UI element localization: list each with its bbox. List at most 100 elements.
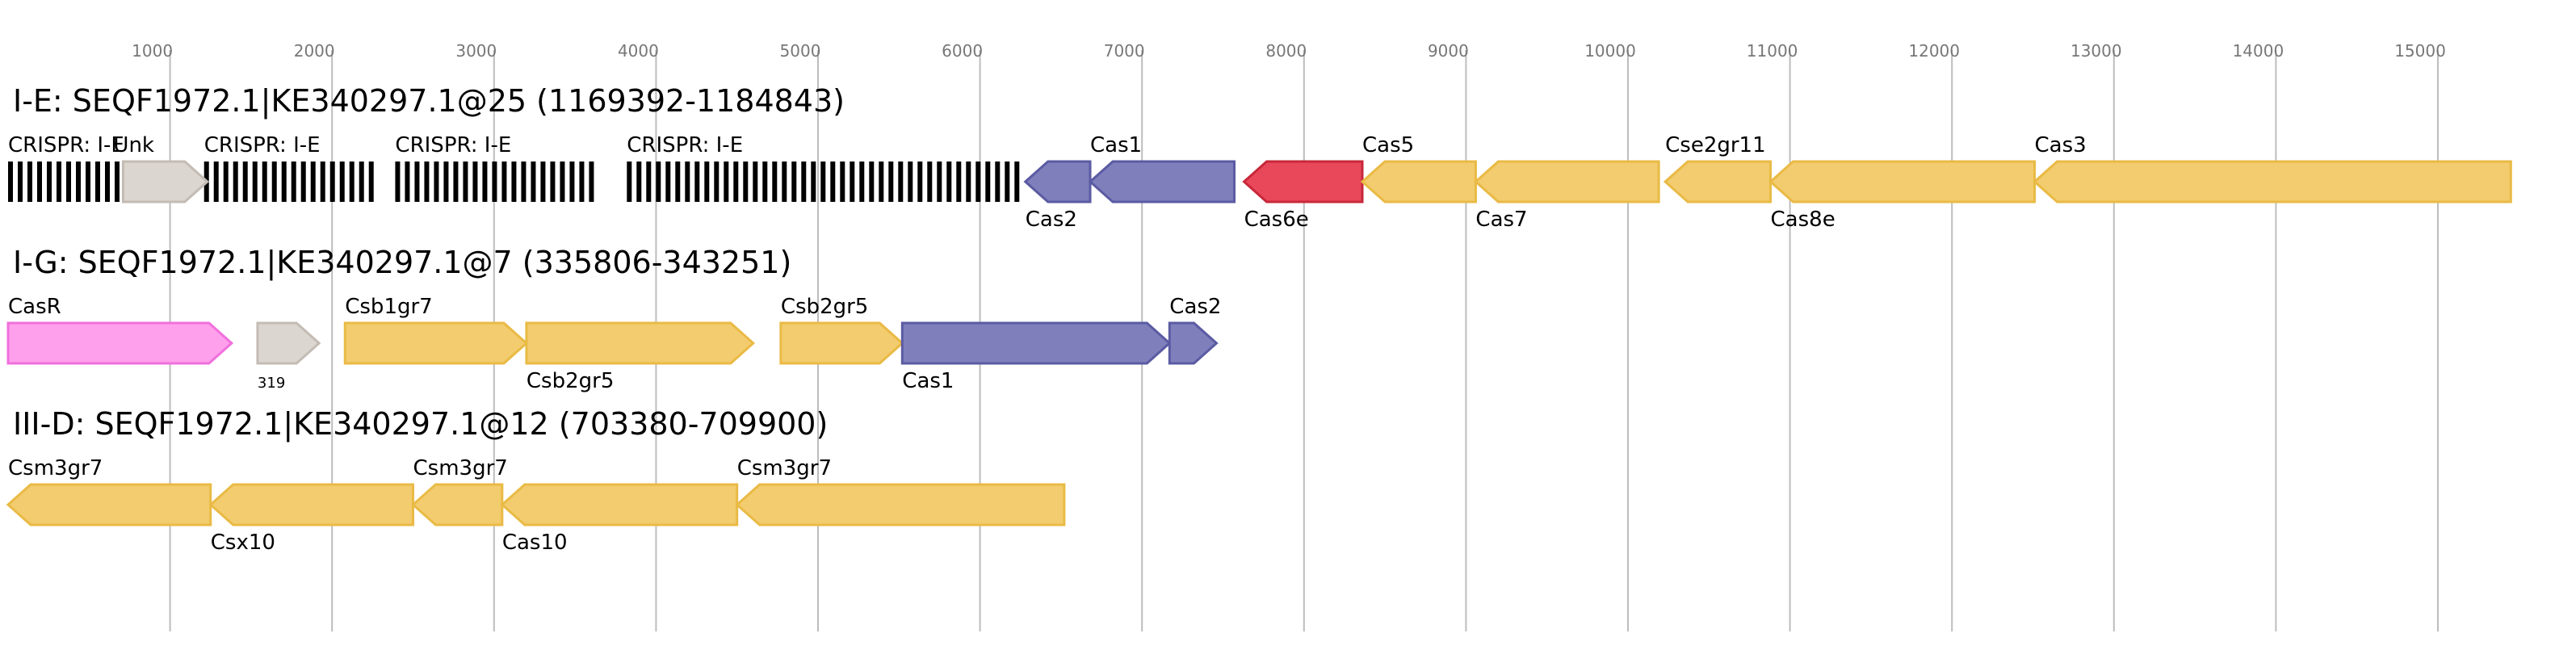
- gene-arrow-cse2gr11[interactable]: Cse2gr11: [1663, 133, 1773, 203]
- crispr-repeat: [18, 162, 23, 202]
- gene-arrow-csx10[interactable]: Csx10: [208, 483, 414, 555]
- track-1: I-E: SEQF1972.1|KE340297.1@25 (1169392-1…: [8, 83, 2512, 232]
- gene-label: Csx10: [211, 531, 275, 555]
- crispr-repeat: [869, 162, 875, 202]
- crispr-repeat: [560, 162, 565, 202]
- crispr-repeat: [975, 162, 981, 202]
- crispr-repeat: [743, 162, 749, 202]
- tick-label: 11000: [1747, 41, 1798, 61]
- crispr-repeat: [685, 162, 690, 202]
- crispr-repeat: [665, 162, 671, 202]
- gene-label: Cas5: [1362, 133, 1414, 157]
- crispr-repeat: [762, 162, 768, 202]
- track-title: I-G: SEQF1972.1|KE340297.1@7 (335806-343…: [13, 245, 791, 281]
- gene-arrow-cas5[interactable]: Cas5: [1360, 133, 1477, 203]
- crispr-repeat: [395, 162, 401, 202]
- crispr-repeat: [995, 162, 1001, 202]
- gene-arrow-csb2gr5[interactable]: Csb2gr5: [779, 295, 904, 365]
- crispr-repeat: [482, 162, 488, 202]
- crispr-repeat: [492, 162, 497, 202]
- gene-arrow-unk[interactable]: Unk: [113, 133, 209, 203]
- crispr-array[interactable]: CRISPR: I-E: [395, 133, 594, 202]
- gene-shape: [525, 321, 756, 365]
- gene-label: Cse2gr11: [1665, 133, 1766, 157]
- gene-shape: [1360, 160, 1477, 203]
- gene-arrow-cas2[interactable]: Cas2: [1168, 295, 1221, 365]
- gene-label: 319: [258, 375, 285, 392]
- gene-arrow-csm3gr7[interactable]: Csm3gr7: [411, 456, 508, 526]
- crispr-repeat: [898, 162, 904, 202]
- crispr-repeat: [521, 162, 527, 202]
- gene-arrow-cas3[interactable]: Cas3: [2033, 133, 2512, 203]
- gene-shape: [1474, 160, 1660, 203]
- crispr-repeat: [656, 162, 661, 202]
- gene-label: Cas8e: [1771, 208, 1836, 232]
- track-title: III-D: SEQF1972.1|KE340297.1@12 (703380-…: [13, 406, 828, 443]
- gene-shape: [900, 321, 1172, 365]
- gene-label: Csm3gr7: [8, 456, 103, 480]
- crispr-repeat: [1005, 162, 1010, 202]
- gene-shape: [1242, 160, 1364, 203]
- gene-arrow-cas1[interactable]: Cas1: [900, 321, 1172, 393]
- gene-arrow-cas7[interactable]: Cas7: [1474, 160, 1660, 232]
- gene-arrow-cas8e[interactable]: Cas8e: [1768, 160, 2037, 232]
- crispr-repeat: [414, 162, 420, 202]
- crispr-repeat: [937, 162, 942, 202]
- crispr-repeat: [879, 162, 884, 202]
- crispr-repeat: [724, 162, 729, 202]
- tick-label: 10000: [1584, 41, 1636, 61]
- gene-label: Cas10: [502, 531, 568, 555]
- crispr-repeat: [859, 162, 865, 202]
- gene-arrow-csm3gr7[interactable]: Csm3gr7: [735, 456, 1066, 526]
- crispr-repeat: [472, 162, 478, 202]
- gene-arrow-cas6e[interactable]: Cas6e: [1242, 160, 1364, 232]
- crispr-repeat: [453, 162, 459, 202]
- gene-label: Unk: [113, 133, 154, 157]
- tick-label: 8000: [1265, 41, 1307, 61]
- crispr-array[interactable]: CRISPR: I-E: [8, 133, 124, 202]
- gene-shape: [208, 483, 414, 526]
- crispr-repeat: [463, 162, 468, 202]
- crispr-array[interactable]: CRISPR: I-E: [627, 133, 1020, 202]
- crispr-repeat: [704, 162, 710, 202]
- gene-shape: [1023, 160, 1092, 203]
- crispr-repeat: [850, 162, 855, 202]
- gene-label: Cas1: [902, 369, 954, 393]
- crispr-repeat: [772, 162, 778, 202]
- crispr-repeat: [540, 162, 546, 202]
- gene-arrow-casr[interactable]: CasR: [6, 295, 234, 365]
- gene-arrow-cas1[interactable]: Cas1: [1088, 133, 1236, 203]
- crispr-repeat: [233, 162, 238, 202]
- crispr-repeat: [47, 162, 52, 202]
- gene-shape: [735, 483, 1066, 526]
- crispr-array-label: CRISPR: I-E: [395, 133, 511, 157]
- crispr-repeat: [8, 162, 13, 202]
- crispr-repeat: [511, 162, 517, 202]
- crispr-repeat: [550, 162, 556, 202]
- tick-label: 4000: [618, 41, 659, 61]
- gene-shape: [779, 321, 904, 365]
- track-title: I-E: SEQF1972.1|KE340297.1@25 (1169392-1…: [13, 83, 845, 120]
- gene-arrow-csm3gr7[interactable]: Csm3gr7: [6, 456, 212, 526]
- tick-label: 1000: [132, 41, 173, 61]
- gene-label: Cas3: [2035, 133, 2087, 157]
- crispr-array[interactable]: CRISPR: I-E: [203, 133, 374, 202]
- crispr-repeat: [791, 162, 797, 202]
- gene-arrow-319[interactable]: 319: [256, 321, 321, 392]
- gene-arrow-csb2gr5[interactable]: Csb2gr5: [525, 321, 756, 393]
- tick-label: 2000: [294, 41, 335, 61]
- crispr-repeat: [627, 162, 632, 202]
- gene-arrow-cas2[interactable]: Cas2: [1023, 160, 1092, 232]
- crispr-repeat: [349, 162, 355, 202]
- gene-shape: [6, 483, 212, 526]
- gene-label: Csb1gr7: [345, 295, 432, 319]
- gene-arrow-csb1gr7[interactable]: Csb1gr7: [343, 295, 529, 365]
- crispr-repeat: [213, 162, 219, 202]
- gene-label: Csb2gr5: [781, 295, 868, 319]
- gene-arrow-cas10[interactable]: Cas10: [500, 483, 739, 555]
- crispr-repeat: [271, 162, 277, 202]
- gene-label: Csm3gr7: [737, 456, 832, 480]
- track-3: III-D: SEQF1972.1|KE340297.1@12 (703380-…: [6, 406, 1066, 555]
- crispr-repeat: [820, 162, 826, 202]
